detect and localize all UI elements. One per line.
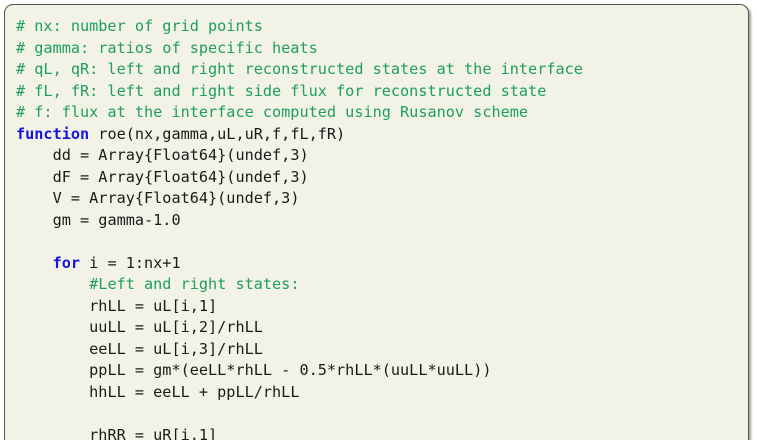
- code-line: #Left and right states:: [16, 274, 748, 296]
- code-token-keyword: function: [16, 125, 89, 143]
- code-token-comment: # gamma: ratios of specific heats: [16, 39, 318, 57]
- code-line: uuLL = uL[i,2]/rhLL: [16, 317, 748, 339]
- code-line: # gamma: ratios of specific heats: [16, 38, 748, 60]
- code-indent: [16, 254, 53, 272]
- code-token-comment: # qL, qR: left and right reconstructed s…: [16, 60, 583, 78]
- code-token-plain: dd = Array{Float64}(undef,3): [53, 146, 309, 164]
- code-token-plain: roe(nx,gamma,uL,uR,f,fL,fR): [89, 125, 345, 143]
- code-token-plain: uuLL = uL[i,2]/rhLL: [89, 318, 263, 336]
- code-token-comment: # f: flux at the interface computed usin…: [16, 103, 528, 121]
- code-indent: [16, 189, 53, 207]
- code-line: function roe(nx,gamma,uL,uR,f,fL,fR): [16, 124, 748, 146]
- code-indent: [16, 318, 89, 336]
- code-line: [16, 403, 748, 425]
- code-line: dd = Array{Float64}(undef,3): [16, 145, 748, 167]
- code-line: rhRR = uR[i,1]: [16, 425, 748, 440]
- code-token-plain: dF = Array{Float64}(undef,3): [53, 168, 309, 186]
- code-line: # f: flux at the interface computed usin…: [16, 102, 748, 124]
- code-token-comment: # fL, fR: left and right side flux for r…: [16, 82, 546, 100]
- code-line: rhLL = uL[i,1]: [16, 296, 748, 318]
- code-indent: [16, 297, 89, 315]
- code-indent: [16, 426, 89, 440]
- code-indent: [16, 340, 89, 358]
- code-line: # nx: number of grid points: [16, 16, 748, 38]
- code-panel: # nx: number of grid points # gamma: rat…: [4, 4, 749, 440]
- code-token-plain: hhLL = eeLL + ppLL/rhLL: [89, 383, 299, 401]
- code-token-plain: rhRR = uR[i,1]: [89, 426, 217, 440]
- code-indent: [16, 275, 89, 293]
- code-line: ppLL = gm*(eeLL*rhLL - 0.5*rhLL*(uuLL*uu…: [16, 360, 748, 382]
- code-line: # fL, fR: left and right side flux for r…: [16, 81, 748, 103]
- code-token-plain: V = Array{Float64}(undef,3): [53, 189, 300, 207]
- code-line: eeLL = uL[i,3]/rhLL: [16, 339, 748, 361]
- code-token-plain: ppLL = gm*(eeLL*rhLL - 0.5*rhLL*(uuLL*uu…: [89, 361, 491, 379]
- code-token-plain: eeLL = uL[i,3]/rhLL: [89, 340, 263, 358]
- code-indent: [16, 361, 89, 379]
- code-indent: [16, 146, 53, 164]
- code-line: gm = gamma-1.0: [16, 210, 748, 232]
- code-line: V = Array{Float64}(undef,3): [16, 188, 748, 210]
- code-line: dF = Array{Float64}(undef,3): [16, 167, 748, 189]
- code-indent: [16, 383, 89, 401]
- code-token-plain: gm = gamma-1.0: [53, 211, 181, 229]
- code-line: for i = 1:nx+1: [16, 253, 748, 275]
- code-token-comment: #Left and right states:: [89, 275, 299, 293]
- code-line: # qL, qR: left and right reconstructed s…: [16, 59, 748, 81]
- code-listing[interactable]: # nx: number of grid points # gamma: rat…: [5, 5, 748, 440]
- code-indent: [16, 211, 53, 229]
- code-line: [16, 231, 748, 253]
- code-line: hhLL = eeLL + ppLL/rhLL: [16, 382, 748, 404]
- code-token-comment: # nx: number of grid points: [16, 17, 263, 35]
- code-token-keyword: for: [53, 254, 80, 272]
- code-token-plain: rhLL = uL[i,1]: [89, 297, 217, 315]
- code-indent: [16, 168, 53, 186]
- code-token-plain: i = 1:nx+1: [80, 254, 181, 272]
